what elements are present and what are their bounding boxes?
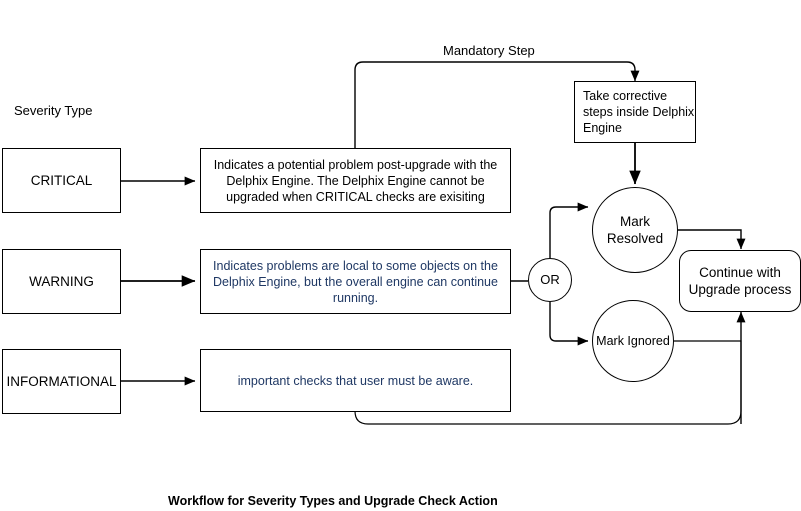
node-mark-resolved[interactable]: Mark Resolved xyxy=(592,187,678,273)
node-label: OR xyxy=(540,271,560,287)
node-mark-ignored[interactable]: Mark Ignored xyxy=(592,300,674,382)
node-take-corrective-steps[interactable]: Take corrective steps inside Delphix Eng… xyxy=(574,81,696,143)
node-label: Take corrective steps inside Delphix Eng… xyxy=(583,89,695,135)
mandatory-step-label: Mandatory Step xyxy=(443,43,535,58)
node-label: Mark Ignored xyxy=(596,334,670,348)
node-severity-critical[interactable]: CRITICAL xyxy=(2,148,121,213)
node-warning-description[interactable]: Indicates problems are local to some obj… xyxy=(200,249,511,314)
node-label: Continue with Upgrade process xyxy=(688,264,792,297)
node-label: Indicates problems are local to some obj… xyxy=(213,258,498,305)
node-label: important checks that user must be aware… xyxy=(237,373,474,388)
edge-or-to-ignored xyxy=(549,302,589,346)
node-label: Mark Resolved xyxy=(606,213,664,246)
node-continue-upgrade[interactable]: Continue with Upgrade process xyxy=(679,250,801,312)
node-critical-description[interactable]: Indicates a potential problem post-upgra… xyxy=(200,148,511,213)
node-severity-warning[interactable]: WARNING xyxy=(2,249,121,314)
node-label: WARNING xyxy=(29,273,94,289)
node-severity-informational[interactable]: INFORMATIONAL xyxy=(2,349,121,414)
edge-resolved-to-continue xyxy=(678,229,746,250)
node-informational-description[interactable]: important checks that user must be aware… xyxy=(200,349,511,412)
node-or-gate[interactable]: OR xyxy=(528,258,572,302)
diagram-caption: Workflow for Severity Types and Upgrade … xyxy=(168,494,498,508)
node-label: INFORMATIONAL xyxy=(6,373,117,389)
node-label: Indicates a potential problem post-upgra… xyxy=(213,157,498,204)
edge-mandatory-step xyxy=(354,61,640,148)
edge-or-to-resolved xyxy=(549,202,589,258)
node-label: CRITICAL xyxy=(30,172,93,188)
severity-type-label: Severity Type xyxy=(14,103,93,118)
